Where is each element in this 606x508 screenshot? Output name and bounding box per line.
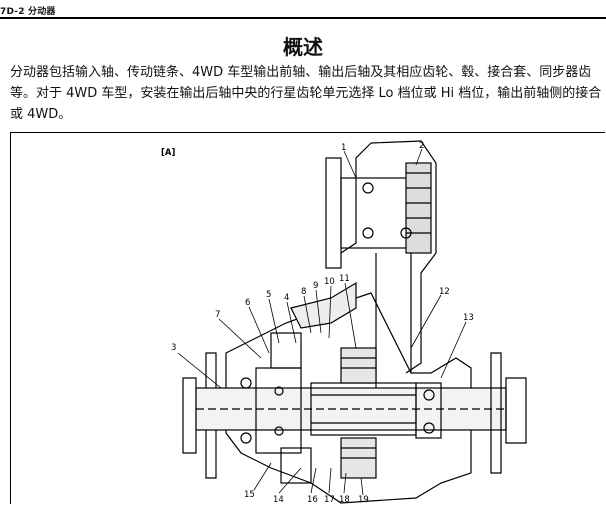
main-case-outline [225, 292, 472, 504]
callout-12: 12 [439, 287, 450, 297]
callout-6: 6 [245, 298, 250, 308]
figure-frame: [A] 1 2 3 4 5 6 7 8 9 10 11 12 13 14 15 … [10, 132, 605, 505]
callout-8: 8 [301, 287, 306, 297]
callout-11: 11 [339, 274, 350, 284]
upper-housing-outline [370, 140, 437, 374]
paragraph-line-1: 分动器包括输入轴、传动链条、4WD 车型输出前轴、输出后轴及其相应齿轮、毂、接合… [10, 65, 592, 80]
callout-14: 14 [273, 495, 284, 504]
callout-13: 13 [463, 313, 474, 323]
paragraph-line-2: 等。对于 4WD 车型，安装在输出后轴中央的行星齿轮单元选择 Lo 档位或 Hi… [10, 86, 602, 101]
callout-7: 7 [215, 310, 220, 320]
callout-18: 18 [339, 495, 350, 504]
transfer-case-diagram: [A] 1 2 3 4 5 6 7 8 9 10 11 12 13 14 15 … [161, 140, 527, 505]
callout-1: 1 [341, 143, 346, 153]
header-rule [0, 17, 606, 19]
section-header: 7D-2 分动器 [0, 7, 56, 17]
callout-3: 3 [171, 343, 176, 353]
page-title: 概述 [283, 35, 323, 59]
figure-label: [A] [161, 148, 175, 158]
right-flange [490, 352, 502, 474]
callout-5: 5 [266, 290, 271, 300]
callout-19: 19 [358, 495, 369, 504]
left-flange [205, 352, 217, 479]
callout-2: 2 [419, 141, 424, 151]
callout-17: 17 [324, 495, 335, 504]
callout-10: 10 [324, 277, 335, 287]
callout-15: 15 [244, 490, 255, 500]
paragraph-line-3: 或 4WD。 [10, 107, 72, 122]
callout-4: 4 [284, 293, 289, 303]
main-shaft [195, 387, 507, 431]
callout-16: 16 [307, 495, 318, 504]
overview-paragraph: 分动器包括输入轴、传动链条、4WD 车型输出前轴、输出后轴及其相应齿轮、毂、接合… [10, 62, 606, 125]
callout-9: 9 [313, 281, 318, 291]
